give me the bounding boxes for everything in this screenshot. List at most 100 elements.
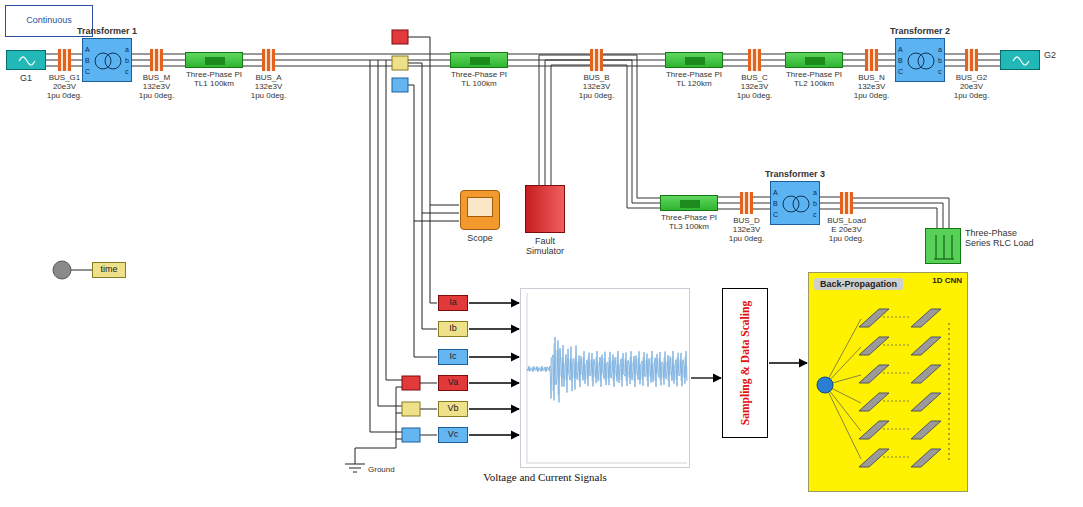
tr-block: ABCabcTransformer 3 — [770, 181, 820, 225]
tl-shape — [660, 195, 718, 211]
block-label: BUS_G1 20e3V 1pu 0deg. — [46, 74, 84, 101]
feature-map — [911, 309, 941, 327]
connection-line — [883, 401, 911, 402]
feature-map — [859, 421, 889, 439]
tr-block: ABCabcTransformer 2 — [895, 38, 945, 82]
connector-line — [878, 60, 895, 61]
connector-line — [718, 197, 740, 198]
connector-line — [163, 66, 185, 67]
connector-line — [723, 66, 748, 67]
tl-shape — [185, 52, 243, 68]
connector-line — [132, 60, 150, 61]
block-label: Ic — [449, 352, 456, 362]
block-label: BUS_D 132e3V 1pu 0deg. — [728, 217, 766, 244]
sine-mark — [1013, 57, 1029, 65]
bus-block: BUS_M 132e3V 1pu 0deg. — [150, 49, 163, 71]
block-label: Vb — [447, 404, 458, 414]
connector-line — [769, 362, 807, 363]
terminal-letter: a — [813, 189, 817, 196]
block-label: BUS_N 132e3V 1pu 0deg. — [853, 74, 891, 101]
wire — [420, 435, 437, 436]
connector-line — [243, 66, 262, 67]
ground-wire — [355, 387, 396, 464]
connector — [945, 54, 965, 66]
ground-symbol — [345, 464, 365, 472]
feature-map — [859, 337, 889, 355]
block-label: Transformer 1 — [72, 26, 142, 36]
block-label: G2 — [1044, 50, 1068, 60]
samp-block: Sampling & Data Scaling — [722, 288, 768, 438]
red-block: Va — [438, 375, 468, 391]
terminal-letter: B — [773, 200, 778, 207]
terminal-letter: A — [773, 189, 778, 196]
cnn-illustration — [809, 273, 969, 493]
src-block: G2 — [1000, 50, 1040, 70]
connector-line — [71, 60, 82, 61]
bus-block: BUS_Load E 20e3V 1pu 0deg. — [840, 192, 853, 214]
connector — [691, 378, 721, 379]
connector — [71, 54, 82, 66]
waveform-plot — [521, 289, 691, 469]
feature-map — [911, 393, 941, 411]
bus-shape — [590, 49, 603, 71]
terminal-letter: c — [813, 211, 817, 218]
block-label: Fault Simulator — [515, 236, 575, 256]
wire — [71, 270, 92, 271]
tl-block: Three-Phase PI TL1 100km — [185, 52, 243, 68]
src-shape — [6, 50, 46, 70]
block-label: Va — [448, 378, 458, 388]
line-section — [205, 57, 225, 65]
measurement-block — [392, 30, 408, 44]
terminal-letter: C — [773, 211, 778, 218]
connector-line — [275, 54, 450, 55]
block-label: Three-Phase PI TL2 100km — [781, 71, 847, 89]
block-label: BUS_C 132e3V 1pu 0deg. — [736, 74, 774, 101]
input-node — [817, 377, 833, 393]
block-label: Scope — [455, 233, 505, 243]
connector-line — [820, 197, 840, 198]
connector-line — [718, 209, 740, 210]
connector-line — [132, 54, 150, 55]
wire — [414, 221, 459, 222]
winding — [793, 196, 809, 212]
line-symbol — [661, 196, 719, 212]
connector-line — [820, 203, 840, 204]
measurement-block — [402, 376, 420, 390]
measurement-block — [402, 402, 420, 416]
connector-line — [132, 66, 150, 67]
feature-map — [911, 365, 941, 383]
block-label: G1 — [11, 73, 41, 83]
block-label: Vc — [448, 430, 459, 440]
connector-line — [275, 60, 450, 61]
block-label: BUS_M 132e3V 1pu 0deg. — [138, 74, 176, 101]
connector-line — [275, 66, 450, 67]
terminal-letter: c — [938, 68, 942, 75]
connector — [603, 55, 660, 208]
plot-shape — [520, 288, 690, 468]
source-symbol — [1001, 51, 1041, 71]
connector-line — [603, 60, 660, 203]
clock-symbol — [53, 261, 71, 279]
bus-shape — [965, 49, 978, 71]
feature-map — [911, 421, 941, 439]
block-label: BUS_B 132e3V 1pu 0deg. — [578, 74, 616, 101]
line-section — [685, 57, 705, 65]
terminal-letter: C — [898, 68, 903, 75]
connector-line — [761, 66, 785, 67]
bus-block: BUS_C 132e3V 1pu 0deg. — [748, 49, 761, 71]
terminal-letter: b — [938, 57, 942, 64]
connector-line — [978, 66, 1000, 67]
block-label: Three-Phase PI TL 120km — [661, 71, 727, 89]
cnn-block: 1D CNNBack-Propagation — [808, 272, 968, 492]
yel-block: Ib — [438, 321, 468, 337]
scope-screen — [467, 197, 493, 217]
fault-block: Fault Simulator — [525, 185, 565, 233]
connector-line — [723, 54, 748, 55]
connector-line — [469, 408, 519, 409]
connector — [718, 197, 740, 209]
measurement-block — [392, 78, 408, 92]
connection-line — [825, 385, 861, 459]
block-label: Three-Phase PI TL3 100km — [656, 214, 722, 232]
wire — [408, 63, 437, 329]
block-label: BUS_Load E 20e3V 1pu 0deg. — [825, 217, 869, 244]
